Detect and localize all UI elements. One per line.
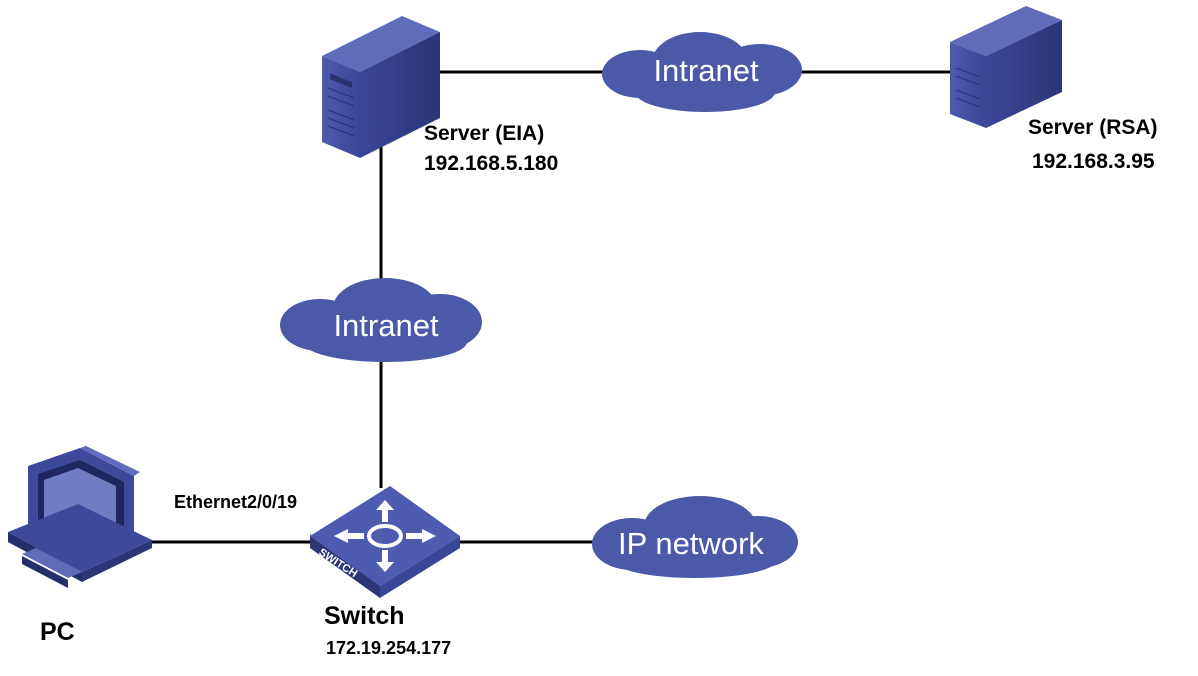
server-eia-name: Server (EIA) <box>424 122 545 145</box>
ip-network-label: IP network <box>618 526 764 561</box>
links <box>150 70 950 544</box>
intranet-top-label: Intranet <box>653 53 759 88</box>
server-eia-icon <box>322 16 440 158</box>
switch-name: Switch <box>324 602 405 630</box>
server-eia-ip: 192.168.5.180 <box>424 152 559 175</box>
intranet-mid-cloud: Intranet <box>280 278 482 362</box>
ip-network-cloud: IP network <box>592 496 798 578</box>
switch-ip: 172.19.254.177 <box>326 638 452 658</box>
server-rsa-name: Server (RSA) <box>1028 116 1158 139</box>
intranet-mid-label: Intranet <box>333 308 439 343</box>
server-rsa-icon <box>950 6 1062 128</box>
pc-icon <box>8 446 152 588</box>
switch-icon: SWITCH <box>310 486 460 598</box>
server-rsa-ip: 192.168.3.95 <box>1032 150 1155 173</box>
intranet-top-cloud: Intranet <box>602 32 802 112</box>
pc-label: PC <box>40 618 75 646</box>
switch-port-label: Ethernet2/0/19 <box>174 492 298 512</box>
